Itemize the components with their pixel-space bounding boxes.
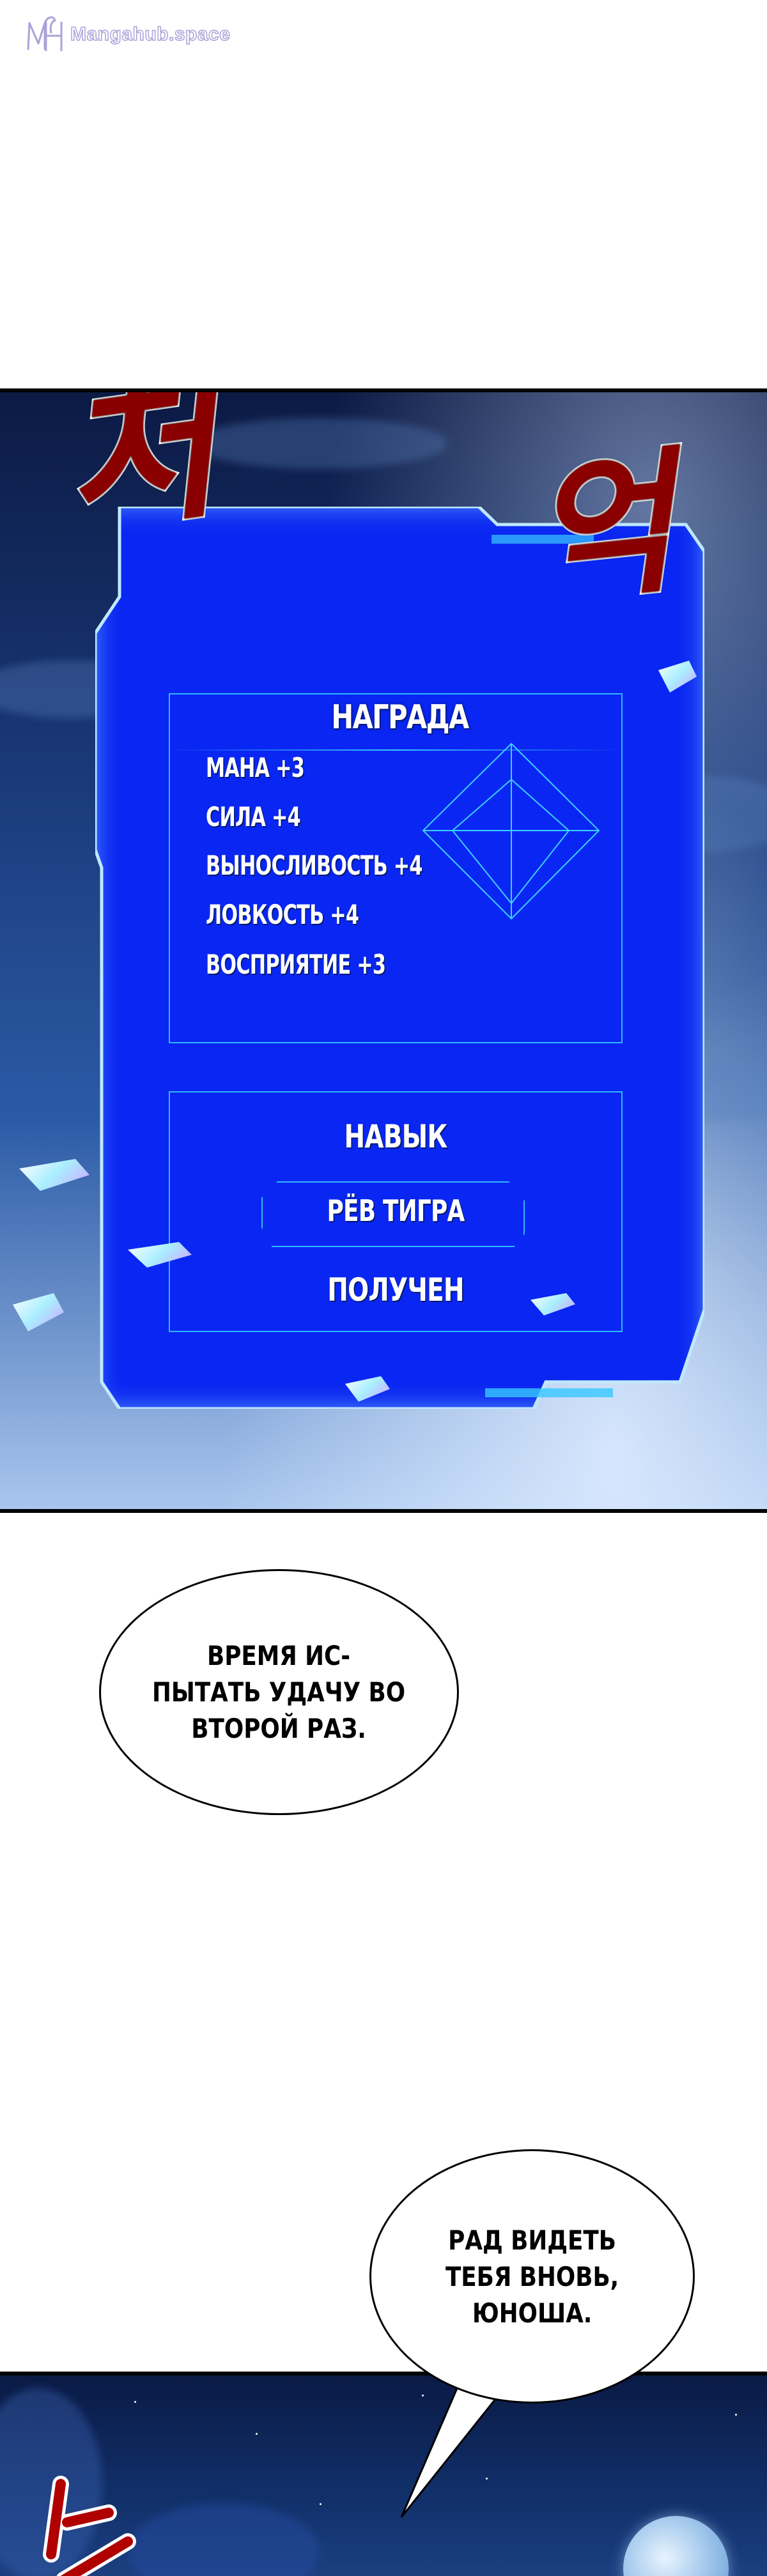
skill-status: ПОЛУЧЕН <box>327 1271 464 1308</box>
stat-perception: ВОСПРИЯТИЕ +3 <box>206 949 386 980</box>
stat-mana: МАНА +3 <box>206 752 305 783</box>
reward-window: НАГРАДА МАНА +3 СИЛА +4 ВЫНОСЛИВОСТЬ +4 … <box>95 507 704 1409</box>
light-streak <box>522 392 767 396</box>
stat-strength: СИЛА +4 <box>206 801 301 832</box>
crystal-shard <box>19 1159 89 1191</box>
stat-agility: ЛОВКОСТЬ +4 <box>206 899 359 930</box>
stats-box: МАНА +3 СИЛА +4 ВЫНОСЛИВОСТЬ +4 ЛОВКОСТЬ… <box>169 693 623 1043</box>
crystal-shard <box>13 1293 64 1331</box>
watermark-text: Mangahub.space <box>70 23 231 45</box>
moon <box>623 2516 729 2576</box>
speech-bubble-first: ВРЕМЯ ИС- ПЫТАТЬ УДАЧУ ВО ВТОРОЙ РАЗ. <box>99 1569 459 1815</box>
sfx-right: 억 <box>521 429 684 627</box>
speech-bubble-second: РАД ВИДЕТЬ ТЕБЯ ВНОВЬ, ЮНОША. <box>369 2149 695 2404</box>
bubble-line: ПЫТАТЬ УДАЧУ ВО <box>152 1676 406 1708</box>
bubble-line: ТЕБЯ ВНОВЬ, <box>445 2260 619 2292</box>
red-sfx-strokes <box>43 2476 136 2576</box>
bubble-line: ЮНОША. <box>472 2297 593 2329</box>
bubble-line: ВТОРОЙ РАЗ. <box>191 1713 367 1744</box>
bubble-line: ВРЕМЯ ИС- <box>207 1640 351 1671</box>
night-sky-scene <box>0 2372 767 2576</box>
stat-stamina: ВЫНОСЛИВОСТЬ +4 <box>206 850 422 881</box>
watermark: Mangahub.space <box>26 14 231 55</box>
bubble-line: РАД ВИДЕТЬ <box>448 2224 616 2256</box>
sfx-left: 처 <box>48 388 230 560</box>
diamond-emblem-icon <box>422 742 600 920</box>
mangahub-logo-icon <box>27 16 63 51</box>
reward-panel-scene: НАГРАДА МАНА +3 СИЛА +4 ВЫНОСЛИВОСТЬ +4 … <box>0 388 767 1513</box>
skill-heading: НАВЫК <box>344 1118 448 1155</box>
skill-name: РЁВ ТИГРА <box>327 1193 465 1228</box>
